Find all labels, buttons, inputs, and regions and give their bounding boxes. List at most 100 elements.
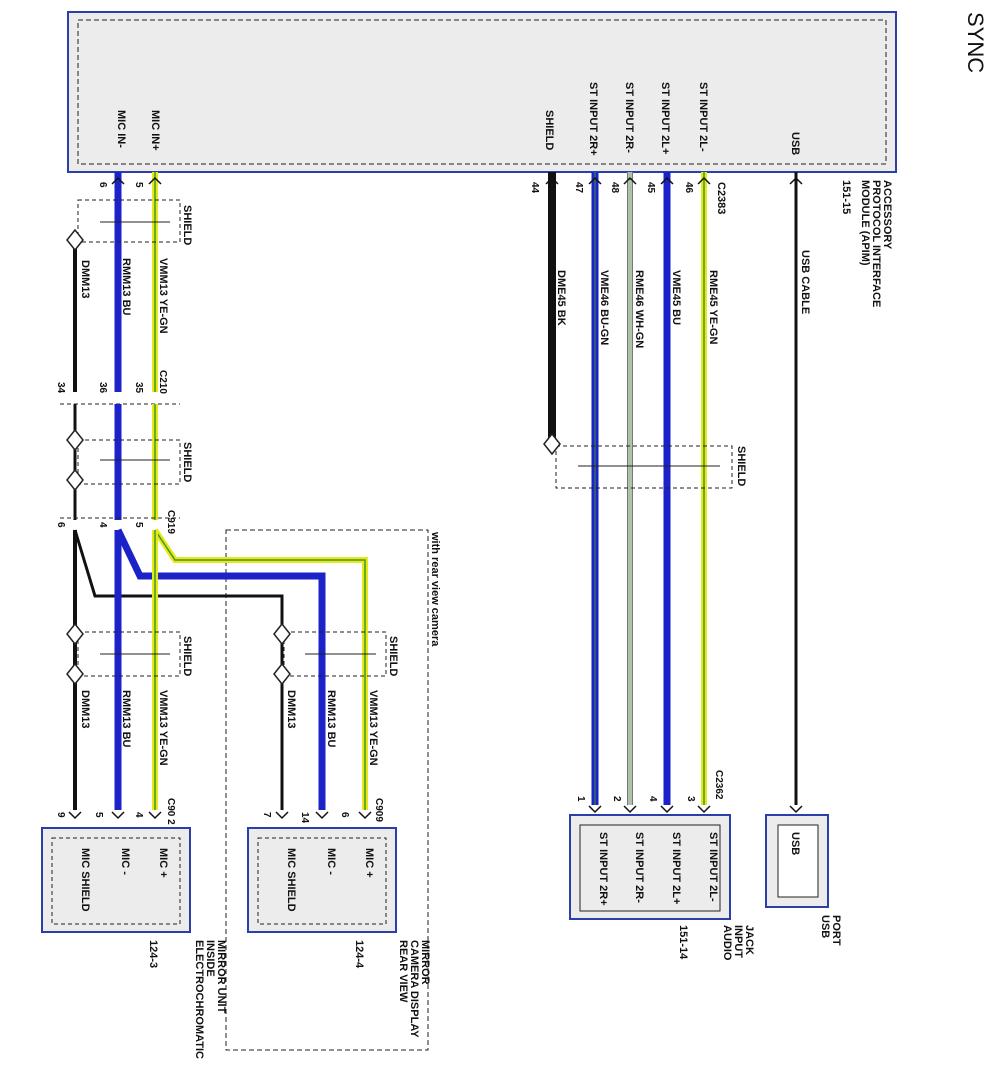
pin-number: 2: [611, 796, 622, 802]
wire-label: USB CABLE: [799, 250, 811, 314]
pin-label: MIC +: [363, 848, 375, 878]
camera-display-info: REAR VIEWCAMERA DISPLAYMIRROR 124-4: [353, 940, 431, 1038]
audio-jack-module: [569, 814, 731, 920]
shield-camera: SHIELD: [273, 622, 399, 686]
shield-label: SHIELD: [181, 636, 193, 676]
diagram-title: SYNC: [963, 12, 988, 73]
module-name: REAR VIEWCAMERA DISPLAYMIRROR: [397, 940, 431, 1038]
apim-pin-label: ST INPUT 2L+: [659, 82, 671, 154]
pin-number: 6: [55, 522, 66, 528]
connector-name: C909: [373, 798, 384, 822]
audio-wire-labels: DME45 BK VME46 BU-GN RME46 WH-GN VME45 B…: [555, 270, 719, 348]
wire-label: VMM13 YE-GN: [157, 690, 169, 766]
apim-connector: C2383: [715, 182, 727, 214]
camera-option-box: with rear view camera: [225, 529, 441, 1051]
apim-pin-label: SHIELD: [543, 110, 555, 150]
pin-number: 3: [685, 796, 696, 802]
shield-label: SHIELD: [181, 442, 193, 482]
wire-labels-upper: VMM13 YE-GN RMM13 BU DMM13 SHIELD: [79, 205, 193, 334]
pin-label: USB: [789, 832, 801, 855]
wire-label: RME45 YE-GN: [707, 270, 719, 344]
pin-label: ST INPUT 2L-: [707, 832, 719, 902]
apim-pin-labels: MIC IN- MIC IN+ SHIELD ST INPUT 2R+ ST I…: [115, 82, 801, 156]
pin-label: ST INPUT 2R+: [597, 832, 609, 906]
camera-note: with rear view camera: [429, 531, 441, 647]
wire-label: DMM13: [79, 260, 91, 299]
apim-ref: 151-15: [840, 180, 852, 214]
camera-display-module: [247, 827, 397, 933]
apim-name: ACCESSORYPROTOCOL INTERFACEMODULE (APIM): [859, 180, 893, 307]
pin-number: 5: [133, 182, 144, 188]
mic-wires-middle: [73, 404, 158, 520]
pin-number: 46: [683, 182, 694, 194]
pin-number: 4: [647, 796, 658, 802]
wire-label: DME45 BK: [555, 270, 567, 326]
pin-label: MIC +: [157, 848, 169, 878]
apim-module: [67, 11, 897, 173]
connector-name: C919: [165, 510, 176, 534]
pin-number: 5: [93, 812, 104, 818]
apim-pin-numbers: 6 5 44 47 48 45 46: [97, 182, 694, 194]
module-ref: 124-4: [353, 940, 365, 969]
shield-label: SHIELD: [387, 636, 399, 676]
c919-connector: C919 6 4 5: [55, 510, 180, 534]
wire-labels-lower: DMM13 RMM13 BU VMM13 YE-GN DMM13 RMM13 B…: [79, 690, 379, 766]
pin-label: MIC SHIELD: [285, 848, 297, 912]
usb-cable: USB CABLE: [794, 172, 811, 805]
apim-pin-label: MIC IN+: [149, 110, 161, 151]
connector-name: C2362: [713, 770, 724, 800]
pin-number: 9: [55, 812, 66, 818]
module-name: ELECTROCHROMATICINSIDEMIRROR UNIT: [193, 940, 227, 1059]
apim-pin-label: ST INPUT 2R+: [587, 82, 599, 156]
mirror-unit-info: ELECTROCHROMATICINSIDEMIRROR UNIT 124-3: [147, 940, 227, 1059]
pin-label: MIC SHIELD: [79, 848, 91, 912]
pin-number: 6: [339, 812, 350, 818]
pin-number: 35: [133, 382, 144, 394]
shield-label: SHIELD: [735, 446, 747, 486]
pin-number: 4: [97, 522, 108, 528]
usb-port-module: USB USBPORT: [765, 814, 842, 946]
pin-label: ST INPUT 2L+: [670, 832, 682, 904]
pin-number: 36: [97, 382, 108, 394]
module-ref: 151-14: [677, 925, 689, 960]
shield-lower: SHIELD: [66, 622, 193, 686]
mirror-unit-module: [41, 827, 191, 933]
module-name: USBPORT: [819, 915, 842, 946]
mirror-unit-pins: C90 2 9 5 4 MIC SHIELD MIC - MIC +: [55, 798, 176, 912]
pin-number: 5: [133, 522, 144, 528]
pin-label: MIC -: [325, 848, 337, 875]
connector-arrows: [68, 176, 803, 820]
shield-label: SHIELD: [181, 205, 193, 245]
audio-jack-pins: C2362 1 2 4 3 ST INPUT 2R+ ST INPUT 2R- …: [575, 770, 724, 906]
apim-info: ACCESSORYPROTOCOL INTERFACEMODULE (APIM)…: [715, 180, 893, 307]
wire-label: RME46 WH-GN: [633, 270, 645, 348]
pin-number: 14: [299, 812, 310, 824]
wire-label: VMM13 YE-GN: [157, 258, 169, 334]
wire-label: RMM13 BU: [120, 258, 132, 316]
wire-label: RMM13 BU: [120, 690, 132, 748]
pin-number: 34: [55, 382, 66, 394]
pin-number: 6: [97, 182, 108, 188]
audio-jack-info: AUDIOINPUTJACK 151-14: [677, 925, 755, 961]
wire-label: VME45 BU: [670, 270, 682, 325]
wire-label: VME46 BU-GN: [598, 270, 610, 345]
apim-pin-label: USB: [789, 132, 801, 155]
connector-name: C210: [157, 370, 168, 394]
wire-label: DMM13: [79, 690, 91, 729]
apim-pin-label: ST INPUT 2R-: [623, 82, 635, 153]
branch-wires: [73, 528, 368, 810]
shield-upper: [66, 199, 181, 252]
wire-label: DMM13: [285, 690, 297, 729]
pin-label: MIC -: [119, 848, 131, 875]
pin-number: 44: [529, 182, 540, 194]
audio-shield: SHIELD: [543, 432, 747, 489]
pin-label: ST INPUT 2R-: [633, 832, 645, 903]
shield-middle: SHIELD: [66, 428, 193, 492]
module-name: AUDIOINPUTJACK: [721, 925, 755, 961]
pin-number: 4: [133, 812, 144, 818]
pin-number: 48: [609, 182, 620, 194]
pin-number: 45: [645, 182, 656, 194]
apim-pin-label: ST INPUT 2L-: [697, 82, 709, 152]
connector-name: C90 2: [165, 798, 176, 825]
